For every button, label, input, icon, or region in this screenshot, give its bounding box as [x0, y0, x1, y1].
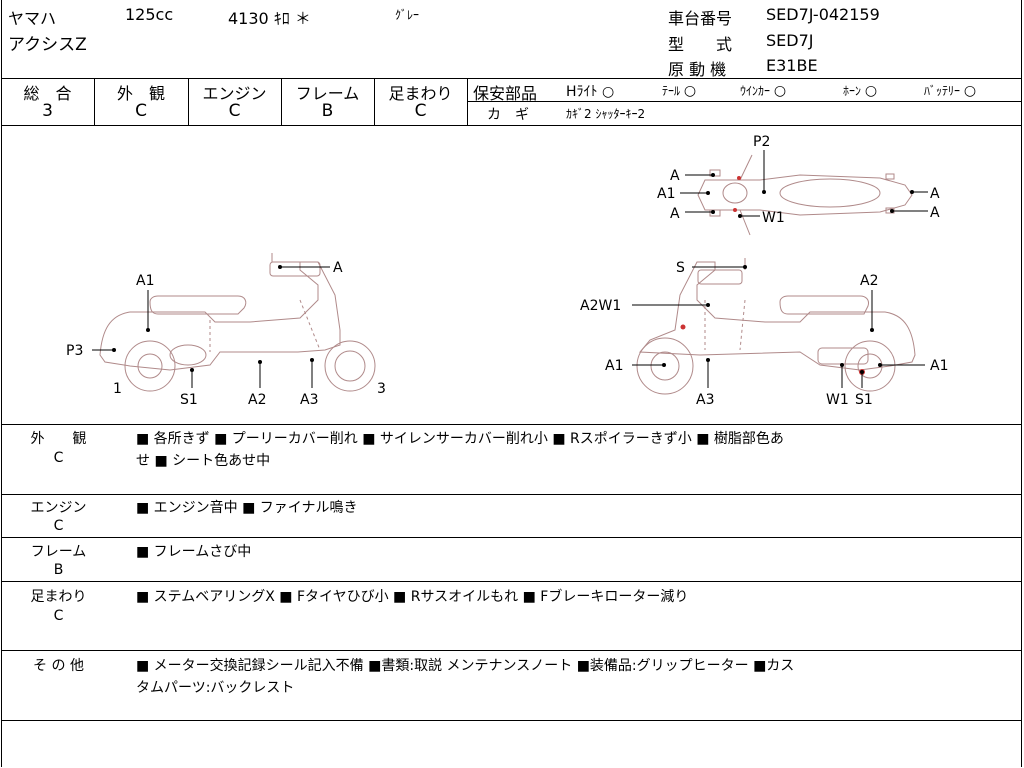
- safety-winker: ｳｲﾝｶｰ ○: [740, 83, 787, 99]
- section-other-label: そ の 他: [33, 658, 84, 674]
- section-frame-line1: ■ フレームさび中: [136, 544, 252, 560]
- section-other-line2: タムパーツ:バックレスト: [136, 680, 295, 696]
- left-label-a1: A1: [136, 273, 154, 289]
- maker-name: ヤマハ: [8, 9, 57, 28]
- top-label-a-tl: A: [670, 168, 680, 184]
- grade-exterior-value: C: [135, 101, 147, 121]
- right-label-s: S: [676, 260, 685, 276]
- grade-frame-value: B: [321, 101, 334, 121]
- grade-engine-value: C: [228, 101, 241, 121]
- section-frame-label: フレーム: [30, 544, 87, 560]
- top-label-a-br: A: [930, 205, 940, 221]
- left-side-scooter: [99, 253, 376, 392]
- right-label-a3: A3: [696, 392, 714, 408]
- safety-headlight: Hﾗｲﾄ ○: [566, 84, 615, 100]
- top-label-w1: W1: [762, 210, 785, 226]
- grade-frame-label: フレーム: [295, 84, 360, 103]
- left-label-a3: A3: [300, 392, 318, 408]
- right-label-w1: W1: [826, 392, 849, 408]
- grade-suspension-label: 足まわり: [388, 84, 453, 103]
- section-exterior-line1: ■ 各所きず ■ プーリーカバー削れ ■ サイレンサーカバー削れ小 ■ Rスポイ…: [136, 431, 784, 447]
- body-color: ｸﾞﾚｰ: [395, 8, 420, 22]
- right-label-a1-front: A1: [605, 358, 623, 374]
- engine-label: 原 動 機: [668, 60, 727, 79]
- grade-engine-label: エンジン: [202, 84, 267, 103]
- section-engine-label: エンジン: [30, 500, 87, 516]
- section-suspension-label: 足まわり: [30, 589, 87, 605]
- right-label-a1-rear: A1: [930, 358, 948, 374]
- left-label-s1: S1: [180, 392, 198, 408]
- right-label-a2: A2: [860, 273, 878, 289]
- type-value: SED7J: [766, 31, 814, 50]
- winker-mark: ○: [773, 83, 787, 99]
- section-suspension-grade: C: [53, 608, 64, 624]
- taillight-mark: ○: [683, 83, 697, 99]
- left-label-3: 3: [377, 381, 386, 397]
- safety-horn: ﾎｰﾝ ○: [843, 83, 878, 99]
- horn-mark: ○: [864, 83, 878, 99]
- grade-exterior-label: 外 観: [116, 84, 165, 103]
- headlight-mark: ○: [601, 84, 615, 100]
- engine-cc: 125cc: [125, 5, 174, 24]
- damage-diagram: P2 A A1 A W1 A A A1 A P3 1 S1 A2 A3 3 S …: [66, 134, 948, 408]
- section-other-line1: ■ メーター交換記録シール記入不備 ■書類:取説 メンテナンスノート ■装備品:…: [136, 658, 795, 674]
- mileage: 4130 ｷﾛ ＊: [228, 9, 311, 28]
- key-value: ｶｷﾞ2 ｼｬｯﾀｰｷｰ2: [566, 107, 646, 121]
- type-label: 型 式: [668, 35, 733, 54]
- right-label-s1: S1: [855, 392, 873, 408]
- right-label-a2w1: A2W1: [580, 298, 621, 314]
- right-side-scooter: [636, 258, 916, 395]
- grade-total-label: 総 合: [23, 84, 72, 103]
- chassis-label: 車台番号: [668, 9, 733, 28]
- safety-taillight: ﾃｰﾙ ○: [662, 83, 697, 99]
- key-label: カ ギ: [487, 107, 529, 123]
- top-view-scooter: [697, 154, 913, 236]
- section-exterior-line2: せ ■ シート色あせ中: [136, 453, 271, 469]
- left-label-1: 1: [113, 381, 122, 397]
- left-label-a2: A2: [248, 392, 266, 408]
- engine-model: E31BE: [766, 56, 818, 75]
- model-name: アクシスZ: [8, 35, 87, 55]
- top-label-a-bl: A: [670, 206, 680, 222]
- battery-mark: ○: [963, 83, 977, 99]
- left-label-p3: P3: [66, 343, 83, 359]
- top-label-a1: A1: [657, 186, 675, 202]
- section-suspension-line1: ■ ステムベアリングX ■ Fタイヤひび小 ■ Rサスオイルもれ ■ Fブレーキ…: [136, 589, 689, 605]
- safety-label: 保安部品: [473, 84, 538, 103]
- safety-battery: ﾊﾞｯﾃﾘｰ ○: [924, 83, 977, 99]
- section-exterior-label: 外 観: [30, 431, 87, 447]
- grade-total-value: 3: [42, 101, 53, 121]
- section-frame-grade: B: [53, 562, 64, 578]
- grade-suspension-value: C: [414, 101, 427, 121]
- left-label-a: A: [333, 260, 343, 276]
- section-engine-grade: C: [53, 518, 64, 534]
- section-engine-line1: ■ エンジン音中 ■ ファイナル鳴き: [136, 500, 358, 516]
- section-exterior-grade: C: [53, 450, 64, 466]
- top-label-a-tr: A: [930, 186, 940, 202]
- top-label-p2: P2: [753, 134, 770, 150]
- chassis-number: SED7J-042159: [766, 5, 880, 24]
